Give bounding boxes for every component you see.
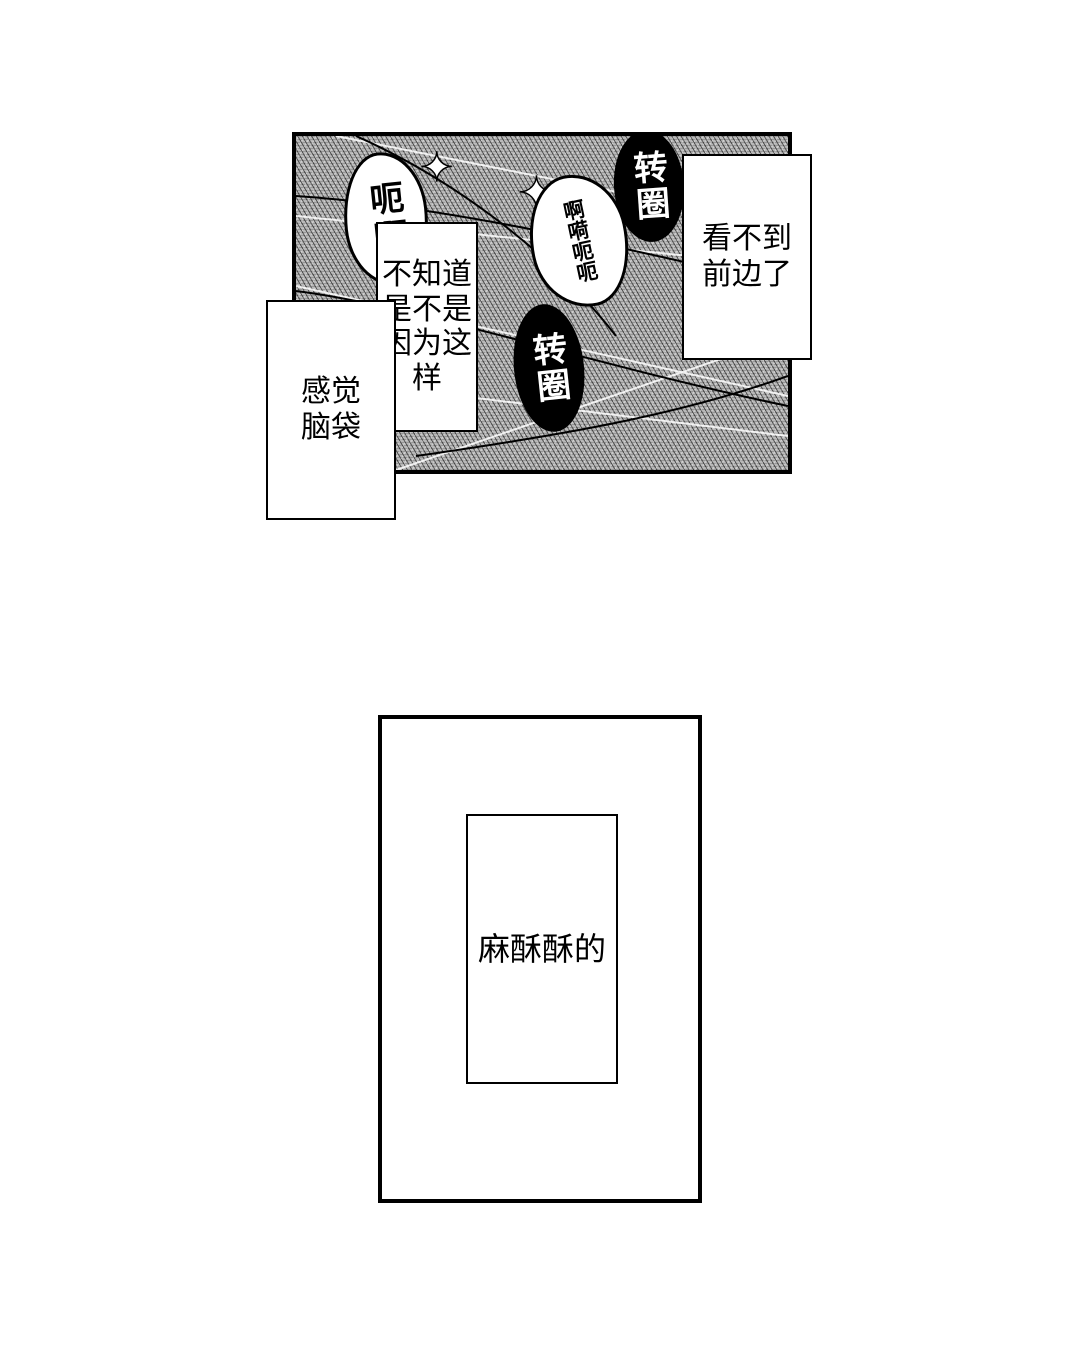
caption-feel-head: 感觉 脑袋: [266, 300, 396, 520]
caption-line: 感觉: [301, 374, 361, 409]
sparkle-icon: ✦: [419, 145, 454, 191]
caption-cant-see-ahead: 看不到 前边了: [682, 154, 812, 360]
caption-tingling: 麻酥酥的: [466, 814, 618, 1084]
caption-line: 脑袋: [301, 410, 361, 445]
caption-line: 样: [412, 360, 442, 396]
caption-line: 不知道: [382, 257, 472, 292]
caption-line: 前边了: [702, 257, 792, 292]
caption-line: 麻酥酥的: [477, 929, 606, 968]
caption-line: 因为这: [382, 326, 472, 361]
caption-line: 是不是: [382, 291, 472, 327]
caption-line: 看不到: [702, 221, 792, 256]
sfx-ahha-char-4: 呃: [572, 258, 601, 285]
sfx-oa-char-1: 呃: [361, 179, 406, 222]
